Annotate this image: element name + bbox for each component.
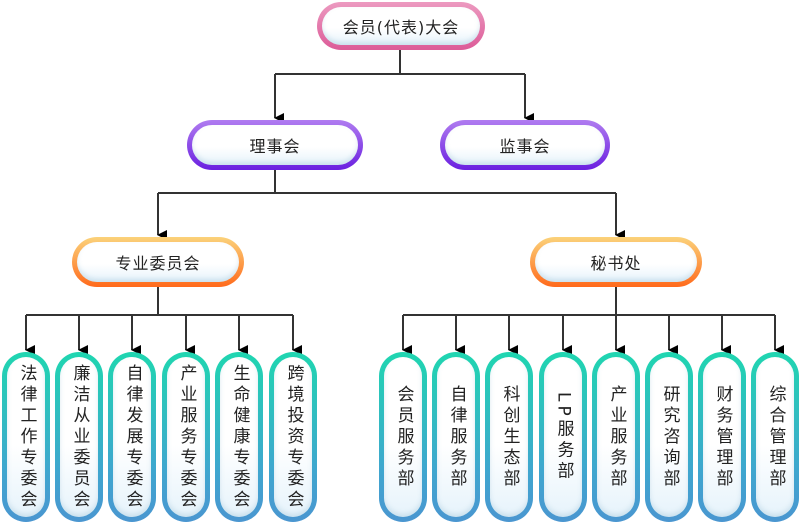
node-label: 研究咨询部 — [659, 384, 680, 490]
node-label: 财务管理部 — [712, 384, 733, 490]
node-label: 自律服务部 — [446, 384, 467, 490]
node-dept-general-admin: 综合管理部 — [751, 352, 799, 522]
node-dept-self-regulation: 自律服务部 — [432, 352, 480, 522]
node-dept-research: 研究咨询部 — [645, 352, 693, 522]
node-committee-industry: 产业服务专委会 — [162, 352, 210, 522]
node-label: 综合管理部 — [765, 384, 786, 490]
node-professional-committee: 专业委员会 — [72, 237, 244, 287]
node-secretariat: 秘书处 — [530, 237, 702, 287]
node-label: 会员(代表)大会 — [342, 18, 460, 37]
node-committee-life-health: 生命健康专委会 — [215, 352, 263, 522]
node-committee-integrity: 廉洁从业委员会 — [55, 352, 103, 522]
node-council: 理事会 — [187, 120, 363, 170]
node-dept-tech-ecosystem: 科创生态部 — [485, 352, 533, 522]
node-label: 秘书处 — [590, 254, 642, 273]
node-committee-cross-border: 跨境投资专委会 — [269, 352, 317, 522]
node-label: 专业委员会 — [115, 254, 201, 273]
node-label: 理事会 — [249, 137, 301, 156]
node-label: 法律工作专委会 — [16, 363, 37, 511]
node-label: 自律发展专委会 — [122, 363, 143, 511]
node-label: 科创生态部 — [499, 384, 520, 490]
node-label: 廉洁从业委员会 — [69, 363, 90, 511]
node-label: 产业服务部 — [606, 384, 627, 490]
node-label: 监事会 — [499, 137, 551, 156]
node-general-assembly: 会员(代表)大会 — [317, 2, 485, 50]
node-label: 生命健康专委会 — [229, 363, 250, 511]
node-label: 跨境投资专委会 — [283, 363, 304, 511]
node-dept-industry-service: 产业服务部 — [592, 352, 640, 522]
node-committee-legal: 法律工作专委会 — [2, 352, 50, 522]
node-dept-finance: 财务管理部 — [698, 352, 746, 522]
node-supervisory-board: 监事会 — [440, 120, 610, 170]
node-dept-member-service: 会员服务部 — [379, 352, 427, 522]
node-label: 产业服务专委会 — [176, 363, 197, 511]
node-dept-lp-service: LP服务部 — [539, 352, 587, 522]
node-label: 会员服务部 — [393, 384, 414, 490]
node-label: LP服务部 — [553, 391, 574, 483]
node-committee-self-regulation: 自律发展专委会 — [108, 352, 156, 522]
